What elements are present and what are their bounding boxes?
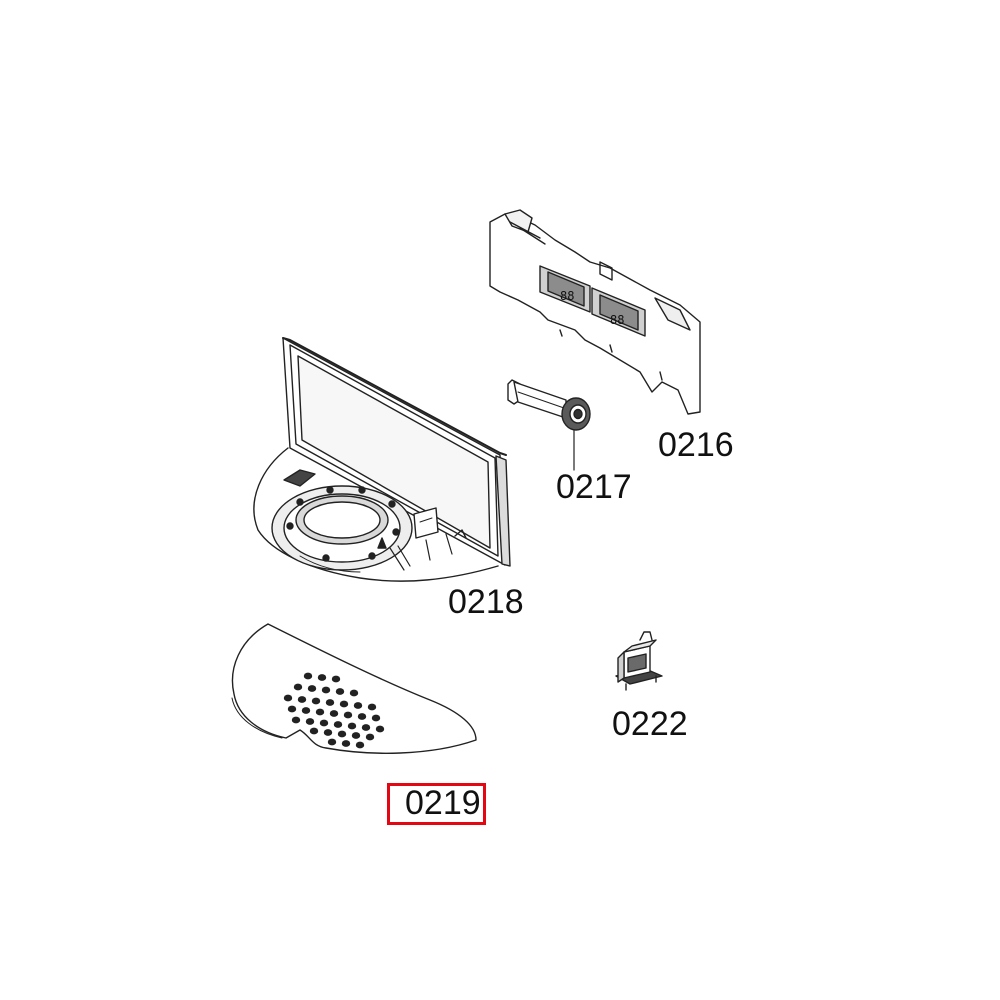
grille-hole <box>337 730 347 738</box>
housing-frame-0218 <box>253 337 511 582</box>
switch-0222 <box>615 631 663 691</box>
grille-hole <box>335 688 345 695</box>
grille-hole <box>323 729 333 736</box>
part-number-0218: 0218 <box>448 583 524 621</box>
grille-hole <box>293 683 303 691</box>
grille-hole <box>365 733 375 741</box>
grille-hole <box>291 716 301 724</box>
grille-hole <box>329 710 339 717</box>
grille-hole <box>321 686 331 694</box>
grille-hole <box>309 727 319 735</box>
highlight-box-0219 <box>387 783 486 825</box>
svg-text:88: 88 <box>610 313 624 327</box>
grille-hole <box>357 713 367 720</box>
grille-hole <box>353 702 363 709</box>
grille-hole <box>301 707 311 714</box>
grille-hole <box>327 738 337 746</box>
grille-hole <box>361 724 371 731</box>
grille-hole <box>339 700 349 708</box>
grille-hole <box>355 741 365 749</box>
grille-hole <box>317 674 327 681</box>
grille-holes <box>283 672 385 749</box>
part-number-0219: 0219 <box>405 784 481 822</box>
part-number-0217: 0217 <box>556 468 632 506</box>
grille-hole <box>371 714 381 722</box>
grille-hole <box>307 685 317 692</box>
sensor-valve-0217 <box>507 379 591 471</box>
grille-hole <box>283 694 293 702</box>
grille-hole <box>319 719 329 727</box>
grille-hole <box>297 696 307 703</box>
grille-hole <box>287 705 297 713</box>
grille-hole <box>343 711 353 719</box>
grille-hole <box>341 740 351 747</box>
control-board-0216: 88 88 <box>489 209 701 415</box>
grille-hole <box>351 732 361 739</box>
grille-hole <box>349 689 359 697</box>
part-number-0216: 0216 <box>658 426 734 464</box>
svg-text:88: 88 <box>560 289 574 303</box>
grille-hole <box>331 675 341 683</box>
part-number-0222: 0222 <box>612 705 688 743</box>
grille-hole <box>347 722 357 730</box>
grille-hole <box>367 703 377 711</box>
grille-hole <box>315 708 325 716</box>
grille-hole <box>305 718 315 725</box>
grille-hole <box>311 697 321 705</box>
grille-hole <box>375 725 385 733</box>
grille-hole <box>303 672 313 680</box>
grille-hole <box>325 699 335 706</box>
grille-hole <box>333 721 343 728</box>
